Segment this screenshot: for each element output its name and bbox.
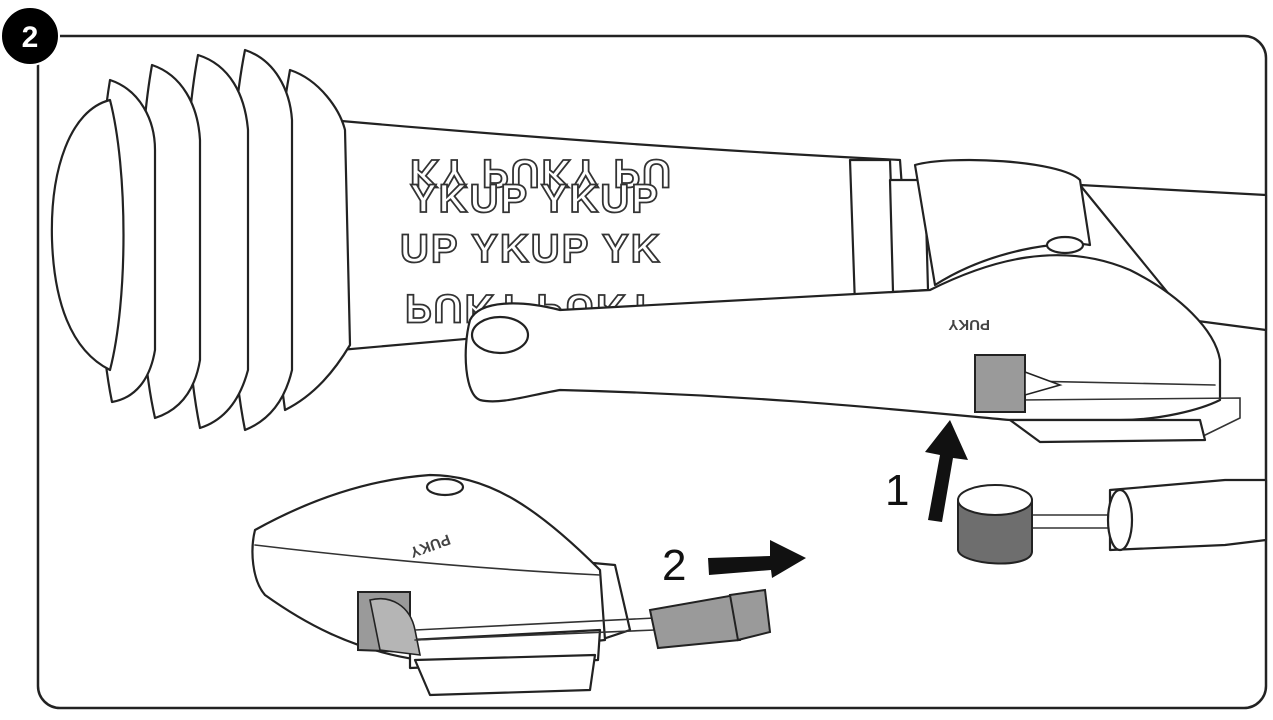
lever-pivot	[470, 315, 530, 355]
grip-pattern-row-2: YKUP YKUP	[410, 177, 660, 221]
detail-lever-body	[251, 473, 607, 662]
step-1-callout: 1	[885, 420, 968, 522]
lever-brand-upper: PUKY	[948, 316, 990, 333]
lever-jaw-lower	[1019, 397, 1241, 441]
lever-jaw-base	[1008, 418, 1207, 444]
grip-end-cap	[50, 98, 125, 372]
grip-pattern-row-1: KY PUKY PU	[410, 151, 673, 195]
lever-screw-hole	[1045, 235, 1085, 255]
cable-housing	[1108, 478, 1268, 552]
step-1-label: 1	[885, 466, 909, 515]
detail-cable-wire-2	[414, 629, 656, 641]
handlebar-tube	[1078, 183, 1268, 332]
lever-slot-channel	[1024, 370, 1063, 397]
step-number: 2	[22, 21, 39, 54]
grip-pattern-row-3: UP YKUP YK	[400, 227, 662, 271]
arrow-right-icon	[708, 540, 806, 578]
detail-jaw-base	[413, 653, 597, 697]
detail-cable-housing	[728, 588, 772, 642]
step-2-callout: 2	[662, 540, 806, 590]
detail-edge-line	[254, 544, 601, 576]
step-badge: 2	[0, 6, 60, 66]
handlebar-grip: KY PUKY PU YKUP YKUP UP YKUP YK PUKY PUK…	[50, 48, 1268, 432]
brake-lever-mounted: PUKY	[464, 158, 1241, 444]
lever-housing	[913, 158, 1092, 287]
cable-nipple	[957, 499, 1033, 565]
detail-cable-wire-1	[414, 617, 656, 631]
step-badge-circle	[0, 6, 60, 66]
brake-cable-assembly	[957, 478, 1268, 565]
grip-collar	[848, 158, 897, 307]
detail-nipple-seated	[369, 598, 422, 656]
brake-lever-detail: PUKY	[251, 473, 772, 697]
cable-nipple-top	[957, 484, 1033, 516]
grip-pattern: KY PUKY PU YKUP YKUP UP YKUP YK PUKY PUK…	[399, 150, 673, 331]
arrow-up-icon	[925, 420, 968, 522]
lever-cable-slot	[974, 354, 1026, 413]
detail-screw-hole	[425, 477, 465, 497]
cable-ferrule	[1106, 488, 1134, 552]
step-2-label: 2	[662, 541, 686, 590]
